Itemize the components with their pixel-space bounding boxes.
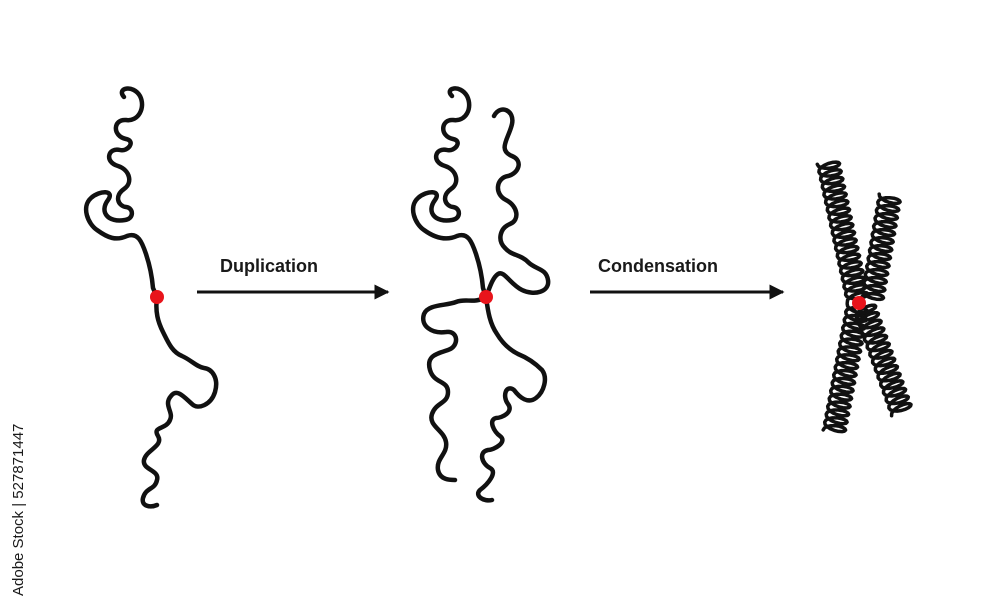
- watermark-id: 527871447: [10, 424, 27, 499]
- sister-chromatid-left-lower: [420, 294, 489, 483]
- duplication-label: Duplication: [220, 256, 318, 276]
- sister-chromatid-right-upper: [483, 107, 551, 300]
- duplicated-chromosome: [410, 86, 551, 503]
- condensed-chromatid-right-upper: [859, 192, 902, 302]
- watermark-separator: |: [10, 499, 27, 507]
- condensation-arrow: Condensation: [590, 256, 785, 300]
- centromere: [479, 290, 493, 304]
- stock-watermark: Adobe Stock | 527871447: [10, 424, 27, 596]
- sister-chromatid-left-upper: [410, 86, 489, 300]
- centromere: [852, 296, 866, 310]
- duplication-arrow: Duplication: [197, 256, 390, 300]
- centromere: [150, 290, 164, 304]
- chromatin-strand-upper: [83, 86, 160, 300]
- watermark-text: Adobe Stock | 527871447: [10, 424, 27, 596]
- condensed-chromatid-left-upper: [815, 160, 870, 305]
- condensed-chromatid-right-lower: [851, 303, 913, 418]
- condensed-chromosome: [815, 160, 913, 434]
- unreplicated-chromosome: [83, 86, 219, 509]
- condensed-chromatid-left-lower: [821, 302, 870, 434]
- chromatin-strand-lower: [140, 294, 219, 509]
- sister-chromatid-right-lower: [475, 294, 548, 503]
- watermark-brand: Adobe Stock: [10, 510, 27, 596]
- condensation-label: Condensation: [598, 256, 718, 276]
